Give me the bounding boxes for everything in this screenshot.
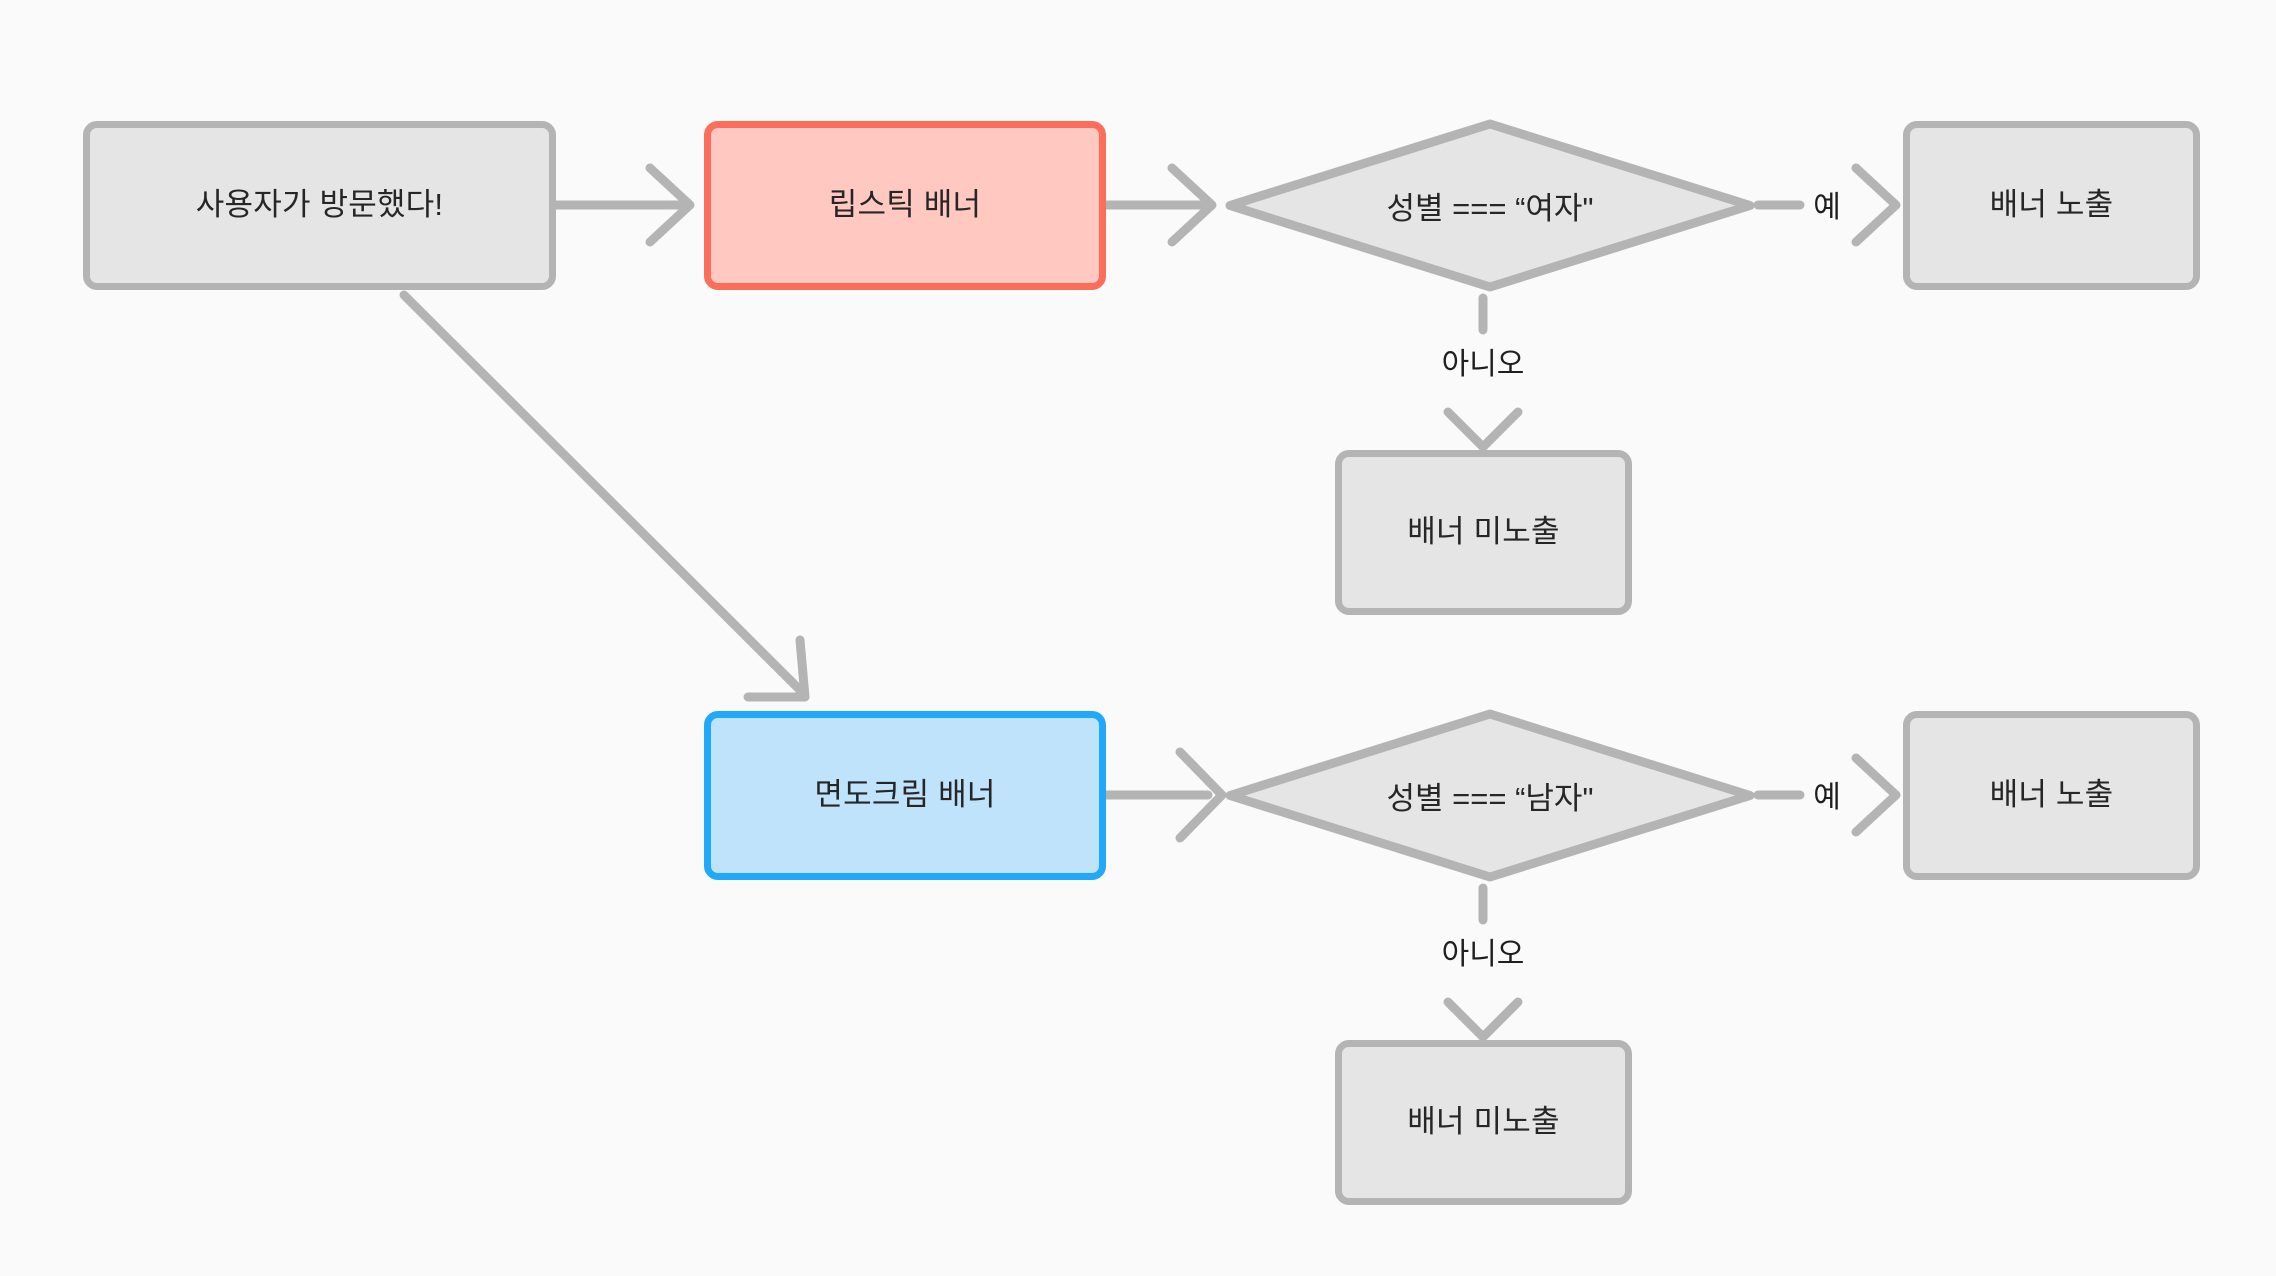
node-decision-female-label: 성별 === “여자" xyxy=(1386,191,1594,226)
node-show-banner-female-label: 배너 노출 xyxy=(1989,187,2114,223)
node-lipstick-banner[interactable]: 립스틱 배너 xyxy=(704,121,1106,290)
node-hide-banner-male[interactable]: 배너 미노출 xyxy=(1335,1040,1632,1205)
edge-start-to-shaving-cream xyxy=(399,290,810,702)
node-hide-banner-male-label: 배너 미노출 xyxy=(1407,1104,1560,1140)
edge-label-yes-male: 예 xyxy=(1813,781,1841,814)
node-shaving-cream-banner[interactable]: 면도크림 배너 xyxy=(704,711,1106,880)
decision-male-shape xyxy=(1225,709,1755,882)
edge-decision-female-yes xyxy=(1753,163,1901,247)
edge-label-no-female: 아니오 xyxy=(1441,348,1525,381)
edge-shaving-cream-to-decision-male xyxy=(1101,747,1227,843)
edge-decision-female-no xyxy=(1443,293,1523,452)
edge-decision-male-yes xyxy=(1753,753,1901,837)
edge-label-yes-female: 예 xyxy=(1813,191,1841,224)
edge-label-no-male: 아니오 xyxy=(1441,938,1525,971)
node-start-label: 사용자가 방문했다! xyxy=(195,187,444,223)
node-decision-male[interactable]: 성별 === “남자" xyxy=(1222,708,1758,883)
node-decision-female[interactable]: 성별 === “여자" xyxy=(1222,118,1758,293)
node-hide-banner-female-label: 배너 미노출 xyxy=(1407,514,1560,550)
node-hide-banner-female[interactable]: 배너 미노출 xyxy=(1335,450,1632,615)
node-show-banner-male[interactable]: 배너 노출 xyxy=(1903,711,2200,880)
edge-start-to-lipstick xyxy=(551,163,695,247)
decision-female-shape xyxy=(1225,119,1755,292)
node-show-banner-male-label: 배너 노출 xyxy=(1989,777,2114,813)
node-lipstick-banner-label: 립스틱 배너 xyxy=(828,187,982,223)
edge-decision-male-no xyxy=(1443,883,1523,1042)
node-shaving-cream-banner-label: 면도크림 배너 xyxy=(814,777,996,813)
edge-lipstick-to-decision-female xyxy=(1101,163,1217,247)
node-start[interactable]: 사용자가 방문했다! xyxy=(83,121,556,290)
node-show-banner-female[interactable]: 배너 노출 xyxy=(1903,121,2200,290)
node-decision-male-label: 성별 === “남자" xyxy=(1386,781,1594,816)
